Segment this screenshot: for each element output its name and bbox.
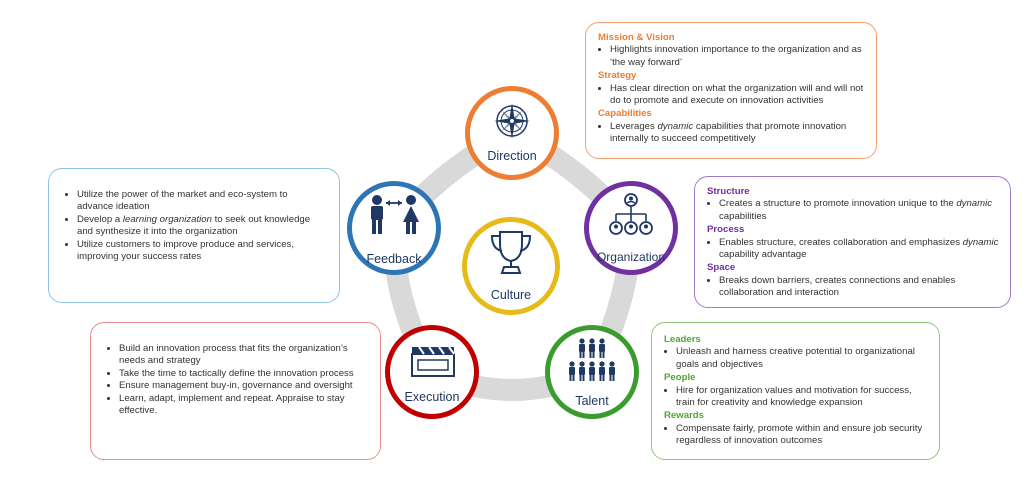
feedback-label: Feedback — [366, 252, 422, 266]
capabilities-title: Capabilities — [598, 108, 652, 120]
organization-label: Organization — [596, 250, 666, 264]
clapperboard-icon — [411, 346, 455, 377]
direction-circle: Direction — [465, 86, 559, 180]
compass-icon — [494, 103, 530, 139]
direction-label: Direction — [487, 149, 537, 163]
org-chart-icon — [609, 193, 653, 235]
team-icon — [569, 338, 615, 381]
capabilities-bullet: Leverages dynamic capabilities that prom… — [610, 121, 866, 146]
execution-label: Execution — [404, 390, 460, 404]
feedback-circle: Feedback — [347, 181, 441, 275]
trophy-icon — [490, 231, 532, 274]
people-bullet: Hire for organization values and motivat… — [676, 385, 929, 410]
rewards-title: Rewards — [664, 410, 704, 422]
execution-bullet-4: Learn, adapt, implement and repeat. Appr… — [119, 393, 366, 418]
space-title: Space — [707, 262, 736, 274]
culture-label: Culture — [490, 288, 532, 302]
talent-details-box: Leaders Unleash and harness creative pot… — [651, 322, 940, 460]
leaders-bullet: Unleash and harness creative potential t… — [676, 346, 929, 371]
rewards-bullet: Compensate fairly, promote within and en… — [676, 423, 929, 448]
feedback-bullet-3: Utilize customers to improve produce and… — [77, 239, 325, 264]
process-title: Process — [707, 224, 745, 236]
strategy-bullet: Has clear direction on what the organiza… — [610, 83, 866, 108]
leaders-title: Leaders — [664, 334, 701, 345]
execution-bullet-2: Take the time to tactically define the i… — [119, 368, 366, 380]
mission-vision-title: Mission & Vision — [598, 32, 675, 43]
space-bullet: Breaks down barriers, creates connection… — [719, 275, 1000, 300]
structure-title: Structure — [707, 186, 750, 197]
talent-label: Talent — [575, 394, 609, 408]
feedback-bullet-2: Develop a learning organization to seek … — [77, 214, 325, 239]
people-exchange-icon — [371, 195, 419, 234]
talent-circle: Talent — [545, 325, 639, 419]
people-title: People — [664, 372, 696, 384]
culture-circle: Culture — [462, 217, 560, 315]
mission-bullet: Highlights innovation importance to the … — [610, 44, 866, 69]
organization-circle: Organization — [584, 181, 678, 275]
execution-details-box: Build an innovation process that fits th… — [90, 322, 381, 460]
structure-bullet: Creates a structure to promote innovatio… — [719, 198, 1000, 223]
feedback-bullet-1: Utilize the power of the market and eco-… — [77, 189, 325, 214]
feedback-details-box: Utilize the power of the market and eco-… — [48, 168, 340, 303]
strategy-title: Strategy — [598, 70, 637, 82]
execution-bullet-1: Build an innovation process that fits th… — [119, 343, 366, 368]
execution-bullet-3: Ensure management buy-in, governance and… — [119, 380, 366, 392]
process-bullet: Enables structure, creates collaboration… — [719, 237, 1000, 262]
organization-details-box: Structure Creates a structure to promote… — [694, 176, 1011, 308]
direction-details-box: Mission & Vision Highlights innovation i… — [585, 22, 877, 159]
execution-circle: Execution — [385, 325, 479, 419]
